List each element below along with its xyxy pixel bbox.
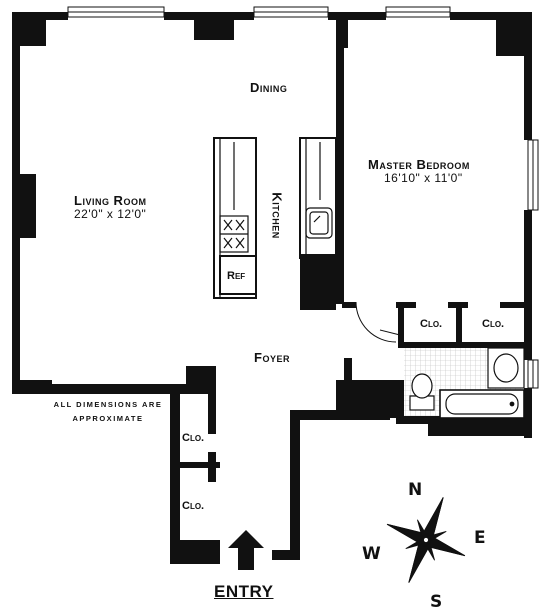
master-bedroom-label: Master Bedroom (368, 157, 470, 172)
kitchen-fixtures (213, 137, 337, 299)
doors (355, 301, 401, 343)
closet-label-hall-upper: Clo. (182, 432, 205, 444)
dimensions-note-line1: ALL DIMENSIONS ARE (53, 400, 163, 409)
compass-rose-icon (386, 497, 466, 583)
entry-label: ENTRY (214, 582, 274, 601)
fridge-label: Ref (227, 270, 246, 282)
master-bedroom-dimensions: 16'10" x 11'0" (384, 171, 463, 185)
entry-arrow-icon (228, 530, 264, 570)
closet-label-bedroom-right: Clo. (482, 318, 505, 330)
kitchen-label: Kitchen (269, 192, 285, 239)
windows (67, 6, 539, 389)
bathroom-fixtures (404, 347, 525, 419)
living-room-dimensions: 22'0" x 12'0" (74, 207, 147, 221)
walls (12, 12, 532, 564)
compass-north: N (408, 480, 423, 500)
compass-south: S (430, 592, 443, 612)
dining-label: Dining (250, 80, 288, 95)
foyer-label: Foyer (254, 350, 290, 365)
closet-label-hall-lower: Clo. (182, 500, 205, 512)
dimensions-note-line2: APPROXIMATE (72, 414, 144, 423)
compass-east: E (474, 528, 486, 548)
dimensions-note: ALL DIMENSIONS ARE APPROXIMATE (38, 398, 178, 426)
compass-west: W (362, 544, 381, 564)
closet-label-bedroom-left: Clo. (420, 318, 443, 330)
living-room-label: Living Room (74, 193, 147, 208)
